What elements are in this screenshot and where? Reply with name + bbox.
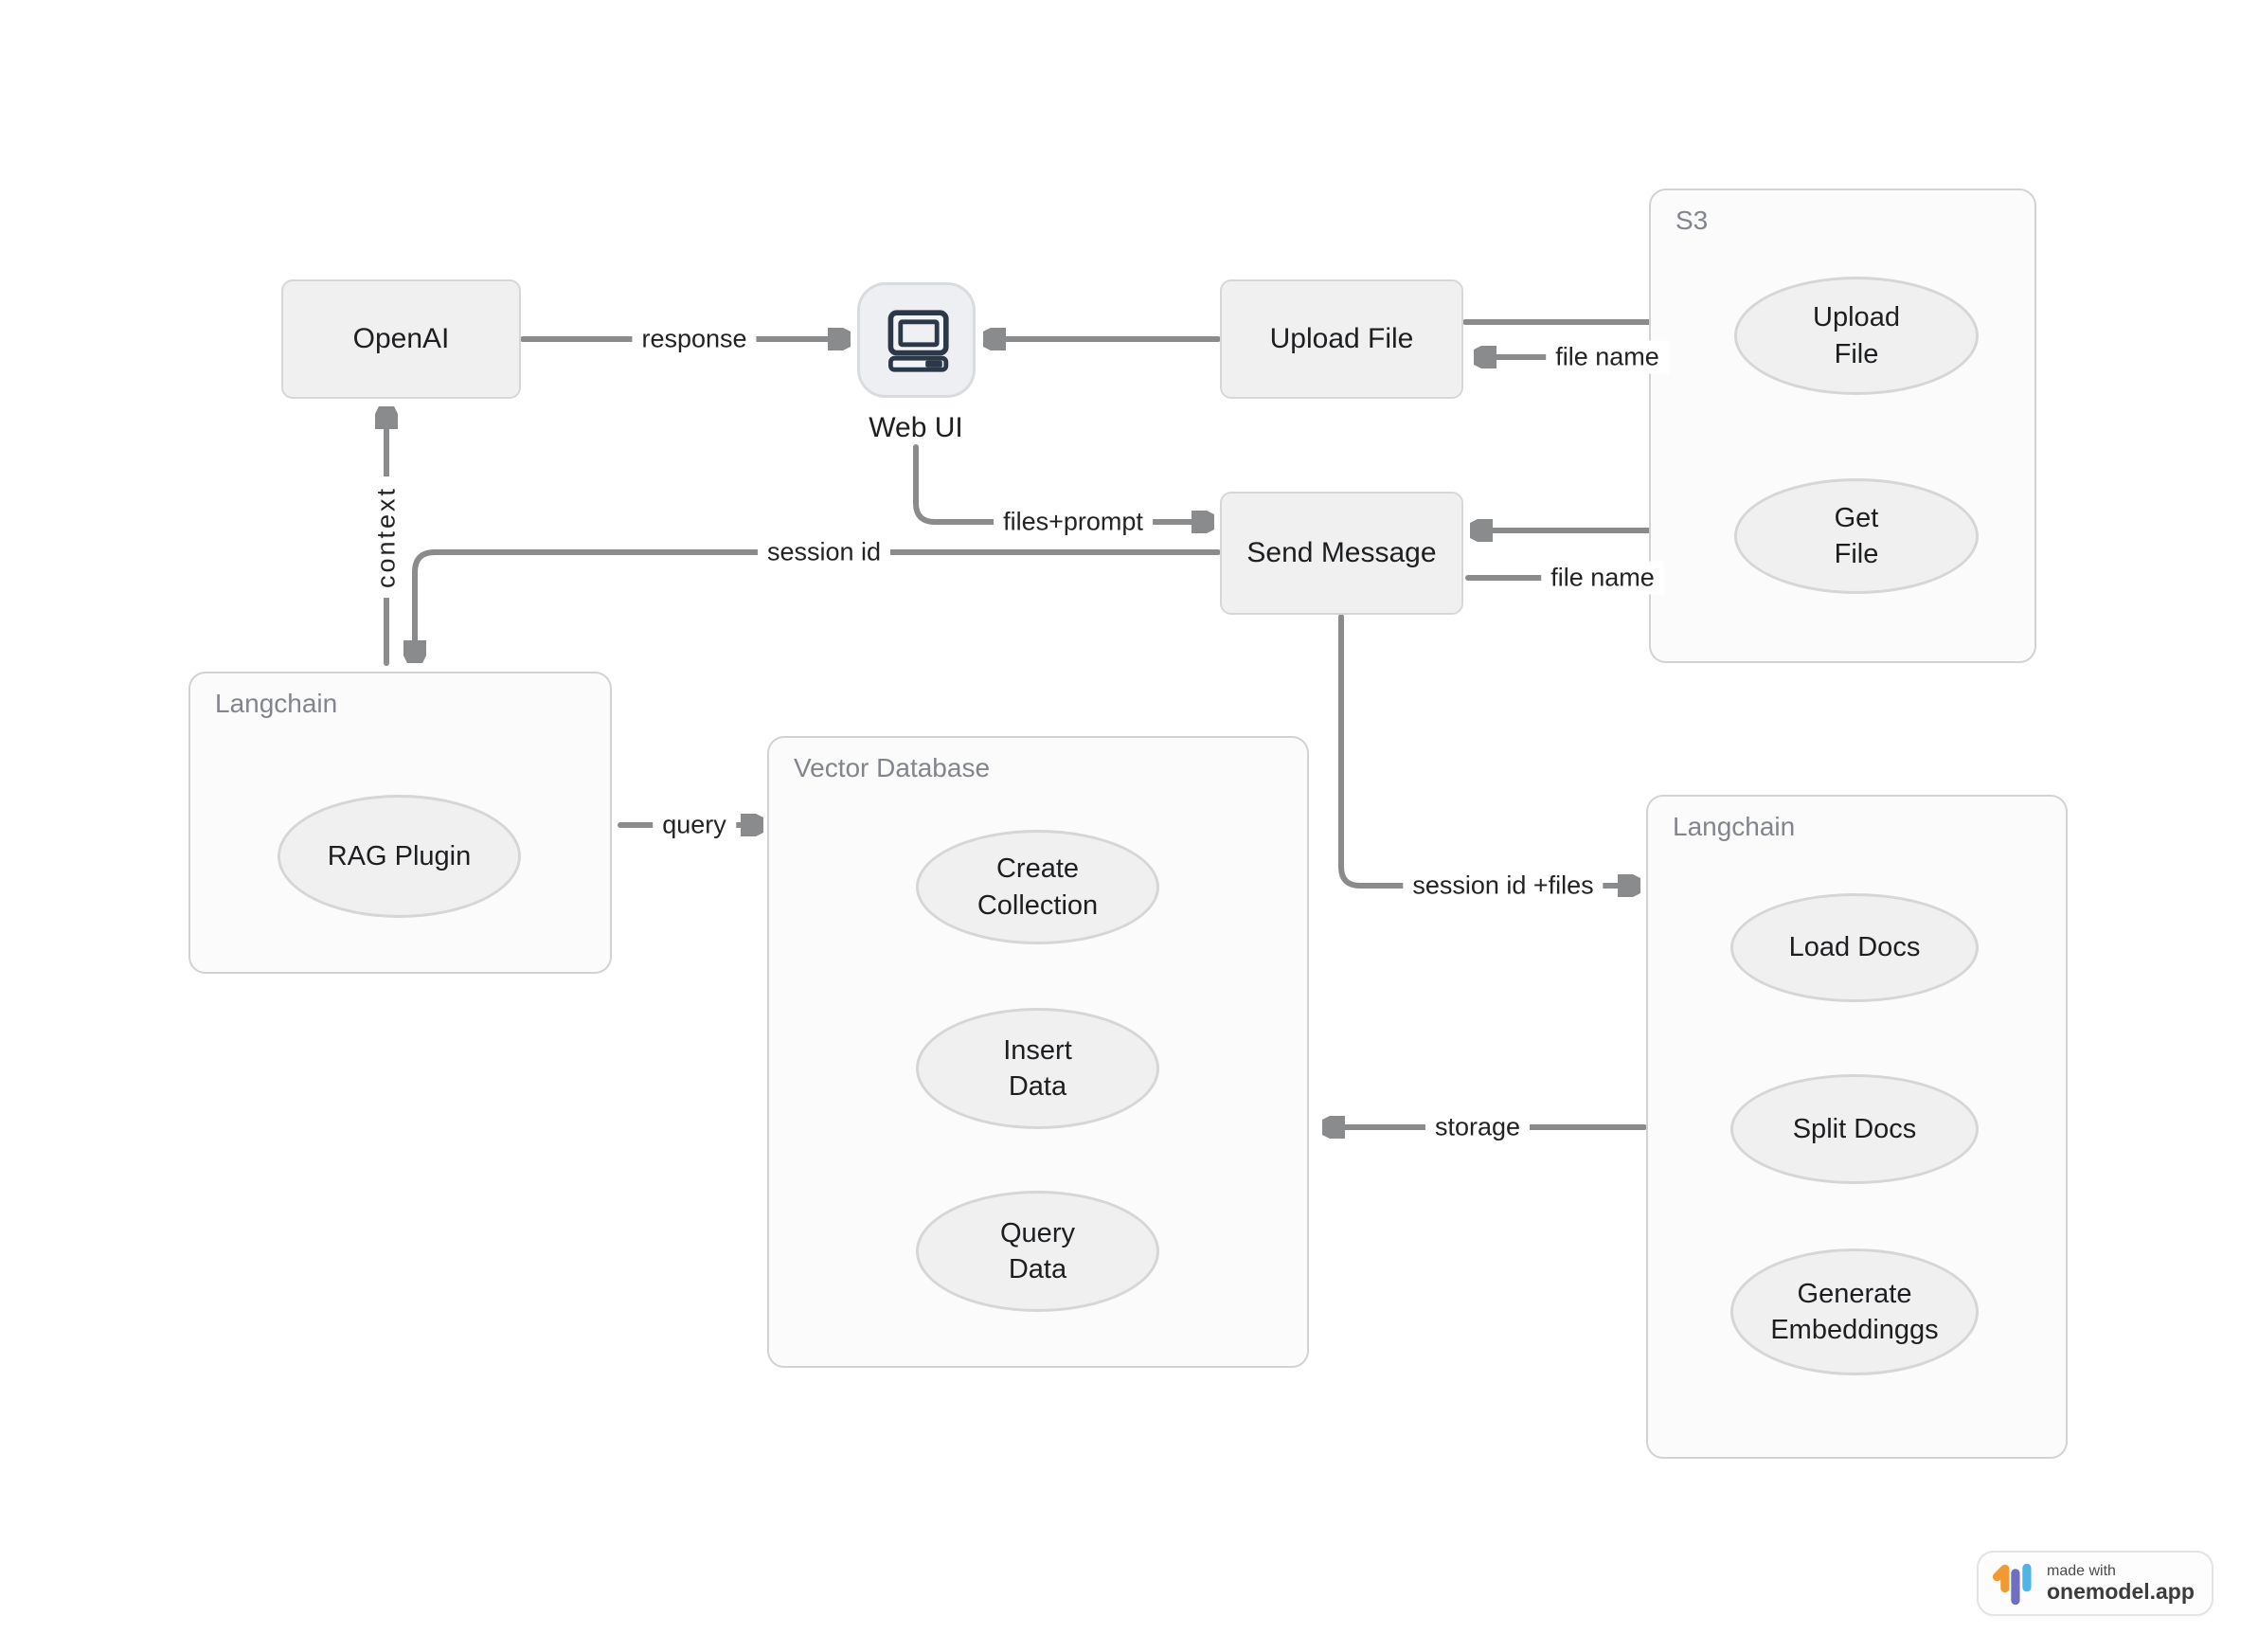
ellipse-label-line2: Embeddinggs [1770,1315,1939,1345]
container-vector-database-title: Vector Database [794,753,991,782]
ellipse-label-line2: Data [1008,1071,1067,1102]
ellipse-split-docs[interactable]: Split Docs [1730,1074,1979,1184]
edge-label-session-id: session id [757,535,891,569]
badge-text: made with onemodel.app [2047,1563,2195,1605]
computer-icon [887,310,949,372]
onemodel-logo-icon [1992,1563,2032,1605]
ellipse-s3-upload-file[interactable]: Upload File [1734,277,1979,395]
edge-label-file-name-upload: file name [1546,340,1669,374]
ellipse-label-line1: Create [995,853,1080,885]
ellipse-insert-data[interactable]: Insert Data [916,1008,1159,1129]
edge-label-context: context [369,476,403,599]
ellipse-s3-get-file[interactable]: Get File [1734,478,1979,594]
ellipse-label-line1: RAG Plugin [327,840,472,871]
ellipse-label-line2: Data [1008,1254,1067,1284]
edge-label-file-name-get: file name [1541,561,1664,595]
ellipse-label-line2: Collection [977,889,1099,921]
node-web-ui[interactable] [857,282,976,398]
ellipse-label-line1: Generate [1797,1278,1912,1309]
container-s3-title: S3 [1676,206,1709,235]
ellipse-label-line1: Load Docs [1788,932,1921,963]
node-openai[interactable]: OpenAI [281,279,521,399]
container-langchain-right-title: Langchain [1673,812,1796,841]
badge-made-with: made with [2047,1562,2116,1579]
ellipse-label-line1: Insert [1003,1034,1072,1066]
edge-label-files-prompt: files+prompt [994,505,1153,539]
onemodel-badge[interactable]: made with onemodel.app [1977,1551,2213,1616]
ellipse-load-docs[interactable]: Load Docs [1730,893,1979,1002]
node-send-message[interactable]: Send Message [1220,492,1463,615]
ellipse-generate-embeddings[interactable]: Generate Embeddinggs [1730,1248,1979,1375]
ellipse-label-line1: Get [1834,502,1879,533]
node-upload-file[interactable]: Upload File [1220,279,1463,399]
ellipse-create-collection[interactable]: Create Collection [916,830,1159,944]
node-upload-file-label: Upload File [1269,323,1414,354]
badge-brand: onemodel.app [2047,1578,2195,1604]
node-openai-label: OpenAI [352,323,450,354]
edge-label-query: query [653,808,736,842]
edge-label-response: response [632,322,757,356]
container-langchain-left-title: Langchain [215,689,338,718]
ellipse-query-data[interactable]: Query Data [916,1191,1159,1312]
ellipse-label-line2: File [1834,338,1879,369]
ellipse-label-line1: Upload [1813,302,1900,333]
ellipse-label-line1: Split Docs [1792,1113,1917,1144]
edge-label-storage: storage [1425,1110,1531,1144]
ellipse-label-line2: File [1834,539,1879,569]
edge-session-id-files-line [1338,614,1629,886]
ellipse-label-line1: Query [1000,1217,1075,1248]
node-send-message-label: Send Message [1246,537,1437,568]
edge-label-session-id-files: session id +files [1403,869,1604,903]
node-web-ui-label: Web UI [869,412,963,443]
ellipse-rag-plugin[interactable]: RAG Plugin [278,795,521,918]
